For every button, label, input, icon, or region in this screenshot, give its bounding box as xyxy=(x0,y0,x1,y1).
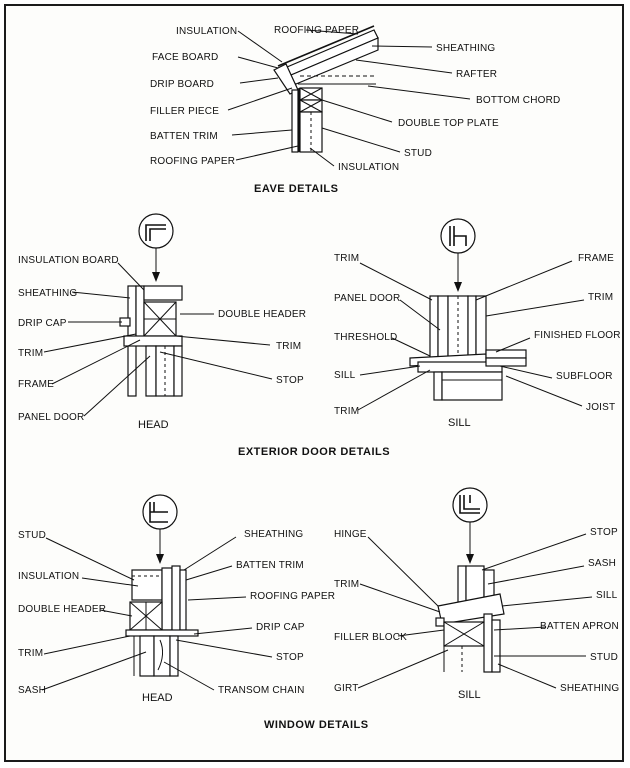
eave-detail: INSULATION ROOFING PAPER SHEATHING FACE … xyxy=(150,25,560,195)
label-face-board: FACE BOARD xyxy=(152,52,218,63)
label-trim: TRIM xyxy=(18,648,43,659)
door-sill-leaders xyxy=(357,260,585,411)
label-sheathing: SHEATHING xyxy=(18,288,77,299)
label-trim-top: TRIM xyxy=(334,253,359,264)
door-head-drawing xyxy=(119,285,183,397)
label-roofing-paper-top: ROOFING PAPER xyxy=(274,25,359,36)
label-panel-door: PANEL DOOR xyxy=(334,293,400,304)
door-title: EXTERIOR DOOR DETAILS xyxy=(238,446,390,458)
label-trim-right: TRIM xyxy=(276,341,301,352)
label-transom-chain: TRANSOM CHAIN xyxy=(218,685,305,696)
label-stud: STUD xyxy=(18,530,46,541)
label-sheathing: SHEATHING xyxy=(560,683,619,694)
label-double-top-plate: DOUBLE TOP PLATE xyxy=(398,118,499,129)
label-stud: STUD xyxy=(590,652,618,663)
label-trim-bottom: TRIM xyxy=(334,406,359,417)
window-head-caption: HEAD xyxy=(142,692,173,704)
eave-drawing xyxy=(273,25,379,153)
label-stud: STUD xyxy=(404,148,432,159)
label-sill: SILL xyxy=(596,590,618,601)
window-sill-detail: HINGE STOP SASH TRIM SILL BATTEN APRON F… xyxy=(334,487,619,701)
door-sill-drawing xyxy=(409,295,527,401)
label-trim-right: TRIM xyxy=(588,292,613,303)
label-filler-piece: FILLER PIECE xyxy=(150,106,219,117)
label-roofing-paper-bottom: ROOFING PAPER xyxy=(150,156,235,167)
window-head-key-icon xyxy=(142,494,178,564)
door-head-detail: INSULATION BOARD SHEATHING DOUBLE HEADER… xyxy=(18,213,306,431)
label-hinge: HINGE xyxy=(334,529,367,540)
label-sash: SASH xyxy=(18,685,46,696)
label-drip-cap: DRIP CAP xyxy=(256,622,305,633)
label-insulation-board: INSULATION BOARD xyxy=(18,255,119,266)
label-trim: TRIM xyxy=(18,348,43,359)
door-head-leaders xyxy=(43,262,273,417)
label-girt: GIRT xyxy=(334,683,359,694)
eave-leaders xyxy=(227,29,471,167)
window-sill-leaders xyxy=(357,533,593,689)
door-sill-key-icon xyxy=(440,218,476,292)
label-finished-floor: FINISHED FLOOR xyxy=(534,330,621,341)
window-sill-drawing xyxy=(435,565,505,673)
eave-title: EAVE DETAILS xyxy=(254,183,338,195)
label-joist: JOIST xyxy=(586,402,615,413)
door-head-key-icon xyxy=(138,213,174,282)
label-insulation-top: INSULATION xyxy=(176,26,237,37)
label-insulation: INSULATION xyxy=(18,571,79,582)
label-roofing-paper: ROOFING PAPER xyxy=(250,591,335,602)
label-stop: STOP xyxy=(276,375,304,386)
label-rafter: RAFTER xyxy=(456,69,497,80)
batten-trim-shape xyxy=(291,89,299,153)
label-batten-apron: BATTEN APRON xyxy=(540,621,619,632)
label-stop: STOP xyxy=(276,652,304,663)
door-head-caption: HEAD xyxy=(138,419,169,431)
label-filler-block: FILLER BLOCK xyxy=(334,632,407,643)
label-stop: STOP xyxy=(590,527,618,538)
roofing-paper-line xyxy=(277,25,375,67)
label-threshold: THRESHOLD xyxy=(334,332,397,343)
label-sill: SILL xyxy=(334,370,356,381)
label-double-header: DOUBLE HEADER xyxy=(18,604,106,615)
label-bottom-chord: BOTTOM CHORD xyxy=(476,95,560,106)
label-trim: TRIM xyxy=(334,579,359,590)
label-frame: FRAME xyxy=(18,379,54,390)
window-sill-caption: SILL xyxy=(458,689,481,701)
label-panel-door: PANEL DOOR xyxy=(18,412,84,423)
label-batten-trim: BATTEN TRIM xyxy=(236,560,304,571)
label-sheathing: SHEATHING xyxy=(436,43,495,54)
label-subfloor: SUBFLOOR xyxy=(556,371,613,382)
window-title: WINDOW DETAILS xyxy=(264,719,369,731)
label-sash: SASH xyxy=(588,558,616,569)
window-head-drawing xyxy=(125,565,199,677)
label-drip-cap: DRIP CAP xyxy=(18,318,67,329)
label-double-header: DOUBLE HEADER xyxy=(218,309,306,320)
door-sill-caption: SILL xyxy=(448,417,471,429)
label-frame: FRAME xyxy=(578,253,614,264)
window-head-detail: STUD SHEATHING BATTEN TRIM INSULATION RO… xyxy=(18,494,335,704)
label-sheathing: SHEATHING xyxy=(244,529,303,540)
window-head-leaders xyxy=(41,536,273,691)
label-drip-board: DRIP BOARD xyxy=(150,79,214,90)
label-insulation-bottom: INSULATION xyxy=(338,162,399,173)
door-sill-detail: TRIM FRAME PANEL DOOR TRIM THRESHOLD FIN… xyxy=(334,218,621,429)
window-sill-key-icon xyxy=(452,487,488,564)
label-batten-trim: BATTEN TRIM xyxy=(150,131,218,142)
